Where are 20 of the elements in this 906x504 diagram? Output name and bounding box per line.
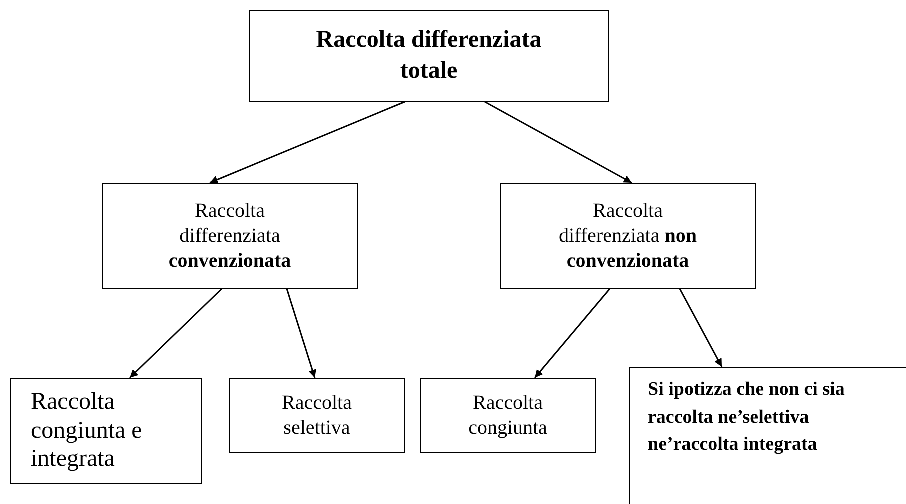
- arrow: [129, 288, 223, 379]
- box-label: Si ipotizza che non ci sia raccolta ne’selettiva ne’raccolta integrata: [648, 378, 846, 458]
- arrow: [534, 288, 611, 378]
- arrow: [286, 288, 316, 378]
- box-label: Raccolta differenziata totale: [315, 26, 543, 86]
- arrow: [484, 101, 632, 184]
- process-box: [500, 183, 756, 289]
- arrow: [679, 288, 723, 368]
- arrow: [210, 101, 406, 184]
- box-label: Raccolta congiunta e integrata: [31, 388, 144, 474]
- process-box: [249, 10, 609, 102]
- process-box: [420, 378, 596, 453]
- box-label: Raccolta congiunta: [468, 390, 548, 440]
- process-box: [629, 367, 906, 504]
- box-label: Raccolta differenziata convenzionata: [168, 198, 292, 274]
- process-box: [229, 378, 405, 453]
- process-box: [10, 378, 202, 484]
- process-box: [102, 183, 358, 289]
- box-label: Raccolta differenziata non convenzionata: [558, 198, 698, 274]
- box-label: Raccolta selettiva: [281, 390, 353, 440]
